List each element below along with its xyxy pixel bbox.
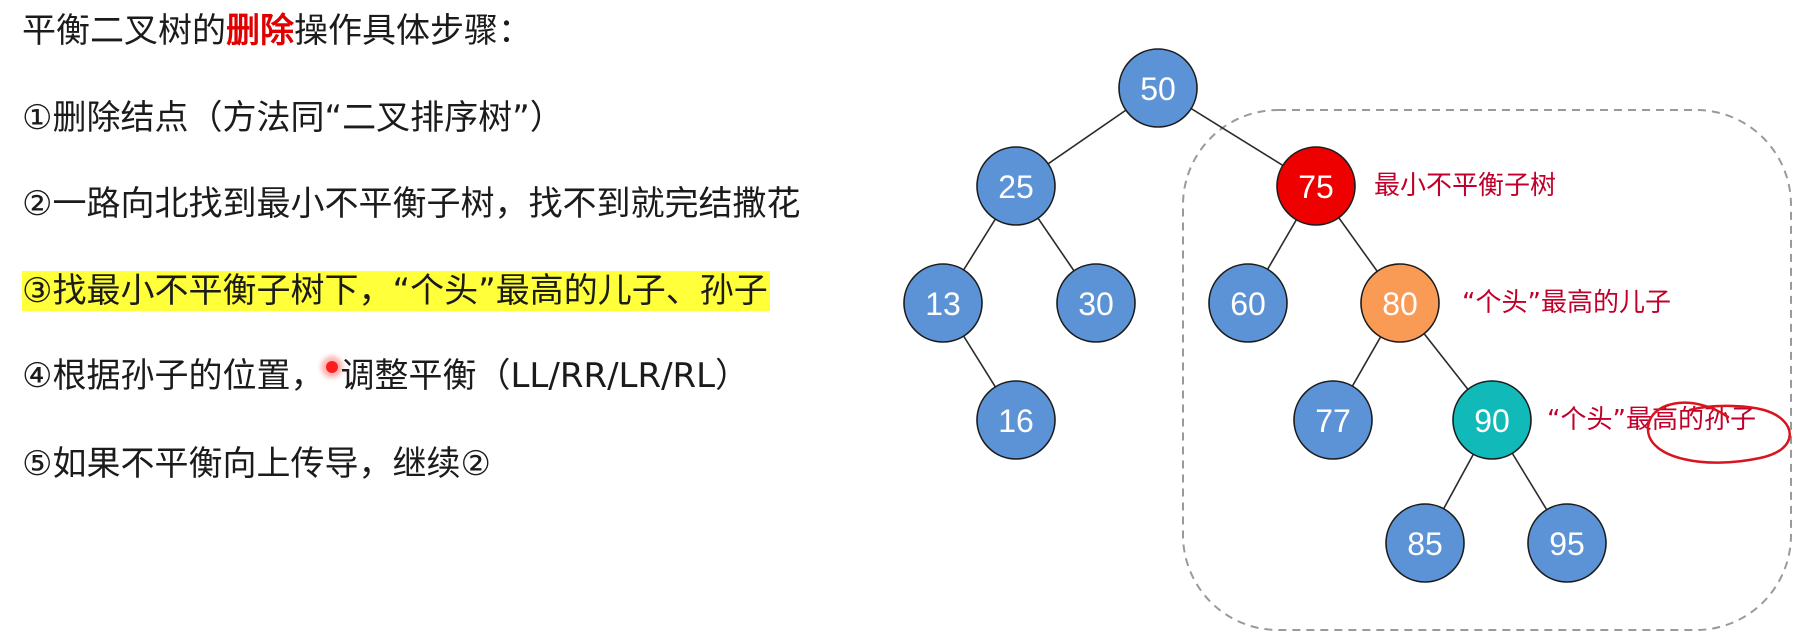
node-circle-50 — [1118, 48, 1198, 128]
step-4: ④根据孙子的位置， 调整平衡（LL/RR/LR/RL） — [22, 352, 749, 400]
step-4-part-2: 调整平衡（LL/RR/LR/RL） — [340, 356, 750, 396]
slide-title: 平衡二叉树的删除操作具体步骤： — [22, 7, 532, 55]
tree-node-60: 60 — [1208, 263, 1288, 343]
node-circle-13 — [903, 263, 983, 343]
node-label-25: 25 — [998, 169, 1034, 205]
node-label-50: 50 — [1140, 71, 1176, 107]
tree-node-25: 25 — [976, 146, 1056, 226]
step-3: ③找最小不平衡子树下，“个头”最高的儿子、孙子 — [22, 267, 770, 315]
node-label-85: 85 — [1407, 526, 1443, 562]
step-1: ①删除结点（方法同“二叉排序树”） — [22, 98, 564, 138]
tree-node-30: 30 — [1056, 263, 1136, 343]
step-4-part-1: ④根据孙子的位置， — [22, 356, 325, 396]
step-5: ⑤如果不平衡向上传导，继续② — [22, 444, 491, 484]
node-circle-77 — [1293, 380, 1373, 460]
tree-annotations: 最小不平衡子树 “个头”最高的儿子 “个头”最高的孙子 — [1374, 171, 1756, 435]
unbalanced-subtree-region — [1182, 109, 1792, 631]
node-label-95: 95 — [1549, 526, 1585, 562]
laser-pointer-icon — [326, 361, 339, 373]
tree-nodes: 50 25 75 13 30 60 80 16 77 90 85 95 — [903, 48, 1607, 583]
node-circle-60 — [1208, 263, 1288, 343]
title-prefix: 平衡二叉树的 — [22, 11, 226, 51]
tree-node-13: 13 — [903, 263, 983, 343]
node-circle-80 — [1360, 263, 1440, 343]
tallest-child-label: “个头”最高的儿子 — [1462, 288, 1671, 318]
tree-node-77: 77 — [1293, 380, 1373, 460]
node-label-13: 13 — [925, 286, 961, 322]
node-label-30: 30 — [1078, 286, 1114, 322]
node-label-60: 60 — [1230, 286, 1266, 322]
node-label-16: 16 — [998, 403, 1034, 439]
tree-node-90: 90 — [1452, 380, 1532, 460]
node-circle-75 — [1276, 146, 1356, 226]
tree-node-75: 75 — [1276, 146, 1356, 226]
step-2: ②一路向北找到最小不平衡子树，找不到就完结撒花 — [22, 184, 801, 224]
steps-panel: 平衡二叉树的删除操作具体步骤： ①删除结点（方法同“二叉排序树”） ②一路向北找… — [22, 0, 922, 560]
step-3-highlighted-text: ③找最小不平衡子树下，“个头”最高的儿子、孙子 — [22, 271, 770, 311]
node-label-75: 75 — [1298, 169, 1334, 205]
tree-node-95: 95 — [1527, 503, 1607, 583]
node-circle-16 — [976, 380, 1056, 460]
tree-node-50: 50 — [1118, 48, 1198, 128]
node-circle-25 — [976, 146, 1056, 226]
min-unbalanced-subtree-label: 最小不平衡子树 — [1374, 171, 1556, 201]
node-label-80: 80 — [1382, 286, 1418, 322]
node-label-90: 90 — [1474, 403, 1510, 439]
tallest-grandchild-label: “个头”最高的孙子 — [1547, 405, 1756, 435]
tree-node-16: 16 — [976, 380, 1056, 460]
node-circle-30 — [1056, 263, 1136, 343]
tree-node-85: 85 — [1385, 503, 1465, 583]
node-circle-85 — [1385, 503, 1465, 583]
node-circle-90 — [1452, 380, 1532, 460]
title-keyword-delete: 删除 — [226, 11, 294, 51]
tree-node-80: 80 — [1360, 263, 1440, 343]
node-label-77: 77 — [1315, 403, 1351, 439]
title-suffix: 操作具体步骤： — [294, 11, 532, 51]
handwritten-circle-mark — [1646, 401, 1791, 464]
node-circle-95 — [1527, 503, 1607, 583]
